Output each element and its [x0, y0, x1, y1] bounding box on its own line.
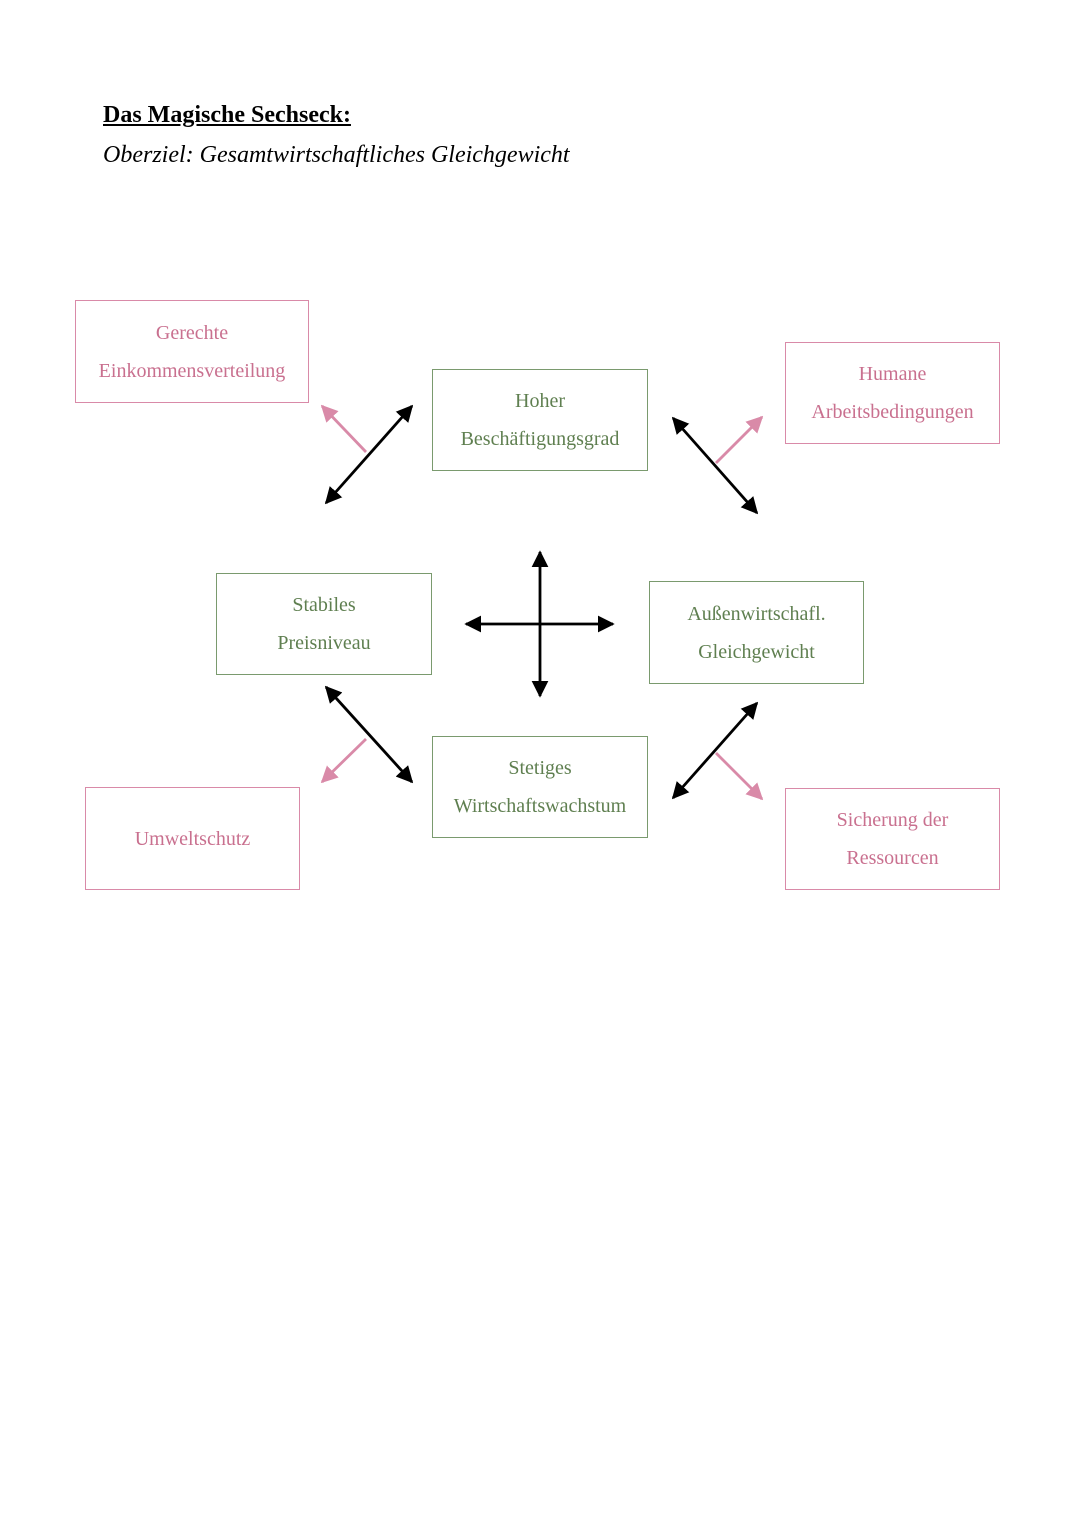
goal-label-line2: Ressourcen [846, 847, 939, 869]
goal-box-environmental-protection: Umweltschutz [85, 787, 300, 890]
goal-label-line1: Humane [858, 363, 927, 385]
conflict-arrow-lower-right [671, 701, 759, 800]
goal-label-line1: Umweltschutz [134, 827, 251, 850]
goal-box-resource-protection: Sicherung der Ressourcen [785, 788, 1000, 890]
goal-label-line2: Arbeitsbedingungen [811, 401, 974, 423]
goal-label-line1: Außenwirtschafl. [687, 602, 826, 625]
goal-box-working-conditions: Humane Arbeitsbedingungen [785, 342, 1000, 444]
conflict-arrow-lower-left [324, 685, 414, 784]
goal-label-line1: Gerechte [155, 321, 229, 344]
goal-label-line2: Wirtschaftswachstum [453, 795, 627, 817]
conflict-arrow-upper-left [324, 404, 414, 505]
page-title: Das Magische Sechseck: [103, 102, 351, 128]
conflict-arrow-upper-right [671, 416, 759, 515]
goal-label-line2: Gleichgewicht [698, 640, 815, 663]
extension-arrow-upper-right [715, 415, 764, 464]
goal-box-employment: Hoher Beschäftigungsgrad [432, 369, 648, 471]
goal-label-line1: Stetiges [508, 757, 572, 779]
goal-box-external-balance: Außenwirtschafl. Gleichgewicht [649, 581, 864, 684]
goal-label-line1: Sicherung der [836, 809, 949, 831]
extension-arrow-lower-left [320, 737, 367, 784]
goal-label-line1: Hoher [515, 390, 565, 412]
extension-arrow-upper-left [320, 404, 368, 453]
goal-box-price-stability: Stabiles Preisniveau [216, 573, 432, 675]
goal-label-line2: Einkommensverteilung [98, 359, 286, 382]
extension-arrow-lower-right [715, 752, 764, 801]
goal-box-income-distribution: Gerechte Einkommensverteilung [75, 300, 309, 403]
page-subtitle: Oberziel: Gesamtwirtschaftliches Gleichg… [103, 142, 570, 168]
goal-label-line1: Stabiles [292, 594, 356, 616]
goal-box-economic-growth: Stetiges Wirtschaftswachstum [432, 736, 648, 838]
goal-label-line2: Beschäftigungsgrad [460, 428, 620, 450]
goal-label-line2: Preisniveau [277, 632, 371, 654]
